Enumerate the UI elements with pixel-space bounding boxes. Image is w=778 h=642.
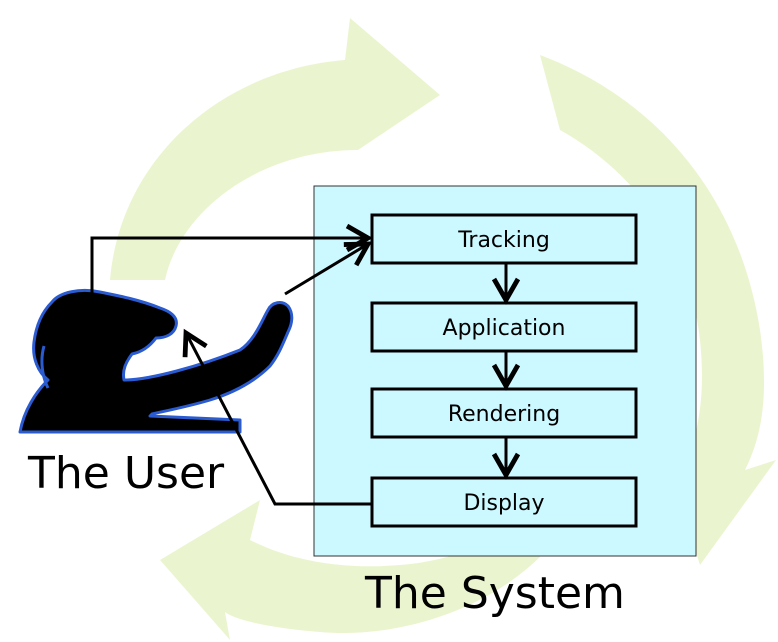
stage-box-rendering [370, 387, 638, 439]
stage-box-display [370, 476, 638, 528]
cycle-arrow-bottom [160, 500, 570, 640]
cycle-arrow-top [110, 18, 440, 280]
stage-label-application: Application [443, 316, 566, 341]
stage-label-tracking: Tracking [457, 228, 550, 253]
system-label: The System [364, 568, 625, 619]
stage-label-display: Display [463, 491, 544, 516]
arrow-display-to-user [182, 328, 372, 506]
arrow-head-to-tracking [90, 223, 373, 294]
stage-boxes: Tracking Application Rendering Display [370, 213, 638, 528]
user-silhouette-icon [18, 288, 294, 434]
arrow-hand-to-tracking [284, 241, 373, 296]
user-label: The User [27, 448, 225, 499]
user-system-arrows [90, 223, 373, 506]
cycle-arrow-right [540, 55, 776, 565]
cycle-arrows [110, 18, 776, 640]
stage-label-rendering: Rendering [448, 402, 560, 427]
stage-box-application [370, 301, 638, 353]
